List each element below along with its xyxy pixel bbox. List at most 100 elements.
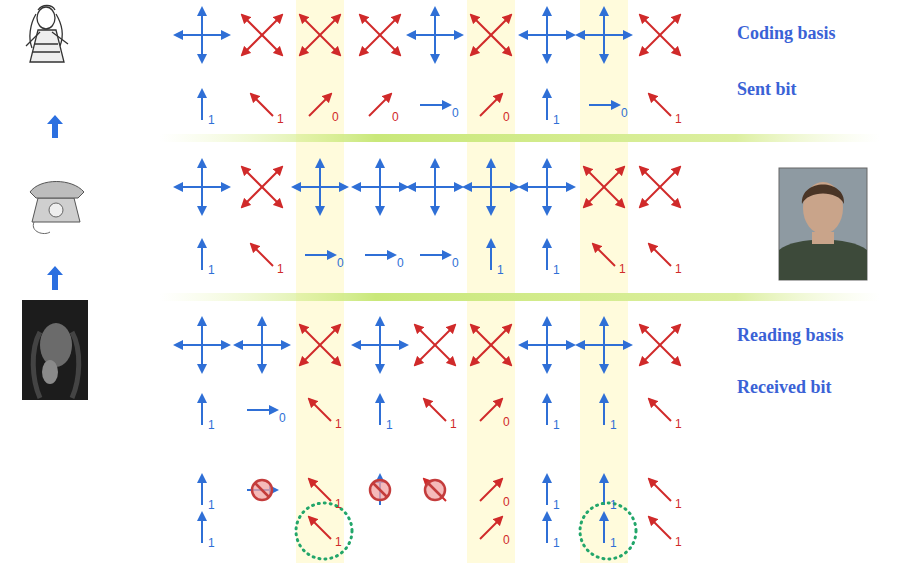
bit-value: 0 [392,111,399,123]
bit-value: 0 [452,107,459,119]
bit-value: 1 [208,264,215,276]
bit-arrow [201,90,203,120]
bit-value: 0 [621,107,628,119]
check-circle [580,503,636,559]
bit-arrow [201,240,203,270]
bit-arrow [309,517,331,539]
bit-value: 0 [503,496,510,508]
bit-arrow [649,94,671,116]
bit-arrow [603,475,605,505]
bit-arrow [309,399,331,421]
bit-arrow [490,240,492,270]
basis-symbol [520,318,574,372]
bit-value: 1 [675,498,682,510]
bit-arrow [546,90,548,120]
bit-arrow [201,395,203,425]
row-heading: Received bit [737,378,831,396]
alice-figure [26,6,68,63]
basis-symbol [520,8,574,62]
bit-arrow [649,244,671,266]
bit-value: 1 [553,419,560,431]
bit-value: 1 [208,419,215,431]
bit-arrow [649,399,671,421]
bit-value: 1 [610,537,617,549]
bit-arrow [201,475,203,505]
bit-value: 1 [335,498,342,510]
check-circle [296,503,352,559]
bit-arrow [420,104,450,106]
highlight-column [467,0,515,563]
bit-arrow [379,395,381,425]
bit-arrow [305,254,335,256]
basis-symbol [640,325,680,365]
basis-symbol [464,160,518,214]
bit-arrow [603,395,605,425]
basis-symbol [235,318,289,372]
telephone-icon [30,182,84,234]
bit-value: 1 [610,419,617,431]
bit-arrow [365,254,395,256]
bit-value: 1 [675,536,682,548]
bit-value: 1 [386,419,393,431]
basis-symbol [640,167,680,207]
discard-sign [370,480,390,500]
bit-arrow [251,244,273,266]
bit-arrow [480,479,502,501]
bit-value: 1 [277,263,284,275]
basis-symbol [353,160,407,214]
highlight-column [580,0,628,563]
eve-photo [779,168,867,280]
bit-arrow [593,244,615,266]
bit-value: 1 [553,537,560,549]
discard-sign [425,480,445,500]
bit-value: 1 [208,114,215,126]
bit-arrow [480,399,502,421]
basis-symbol [175,318,229,372]
bit-value: 1 [497,264,504,276]
bit-value: 1 [675,263,682,275]
bit-value: 1 [335,536,342,548]
basis-symbol [360,15,400,55]
basis-symbol [300,15,340,55]
bit-value: 1 [675,113,682,125]
bit-value: 1 [553,114,560,126]
bit-value: 0 [337,257,344,269]
bit-value: 1 [553,264,560,276]
bit-arrow [309,94,331,116]
basis-symbol [242,167,282,207]
basis-symbol [471,325,511,365]
bit-value: 1 [208,499,215,511]
bit-value: 0 [503,534,510,546]
bit-arrow [420,254,450,256]
bit-arrow [251,94,273,116]
basis-symbol [640,15,680,55]
bit-value: 0 [279,412,286,424]
bit-arrow [201,513,203,543]
bit-arrow [424,479,446,501]
discard-sign [252,480,272,500]
bit-arrow [369,94,391,116]
bit-arrow [480,517,502,539]
basis-symbol [300,325,340,365]
basis-symbol [577,8,631,62]
bit-value: 0 [452,257,459,269]
bit-value: 1 [450,418,457,430]
bit-arrow [309,479,331,501]
bit-value: 1 [208,537,215,549]
bit-arrow [649,479,671,501]
row-heading: Coding basis [737,24,836,42]
basis-symbol [408,8,462,62]
bit-value: 0 [503,416,510,428]
bit-arrow [480,94,502,116]
row-heading: Sent bit [737,80,797,98]
bob-photo [22,300,88,400]
direction-arrow [47,266,63,290]
basis-symbol [520,160,574,214]
bit-arrow [546,513,548,543]
separator-band [160,293,880,301]
row-heading: Reading basis [737,326,844,344]
bit-arrow [424,399,446,421]
basis-symbol [353,318,407,372]
separator-band [160,134,880,142]
